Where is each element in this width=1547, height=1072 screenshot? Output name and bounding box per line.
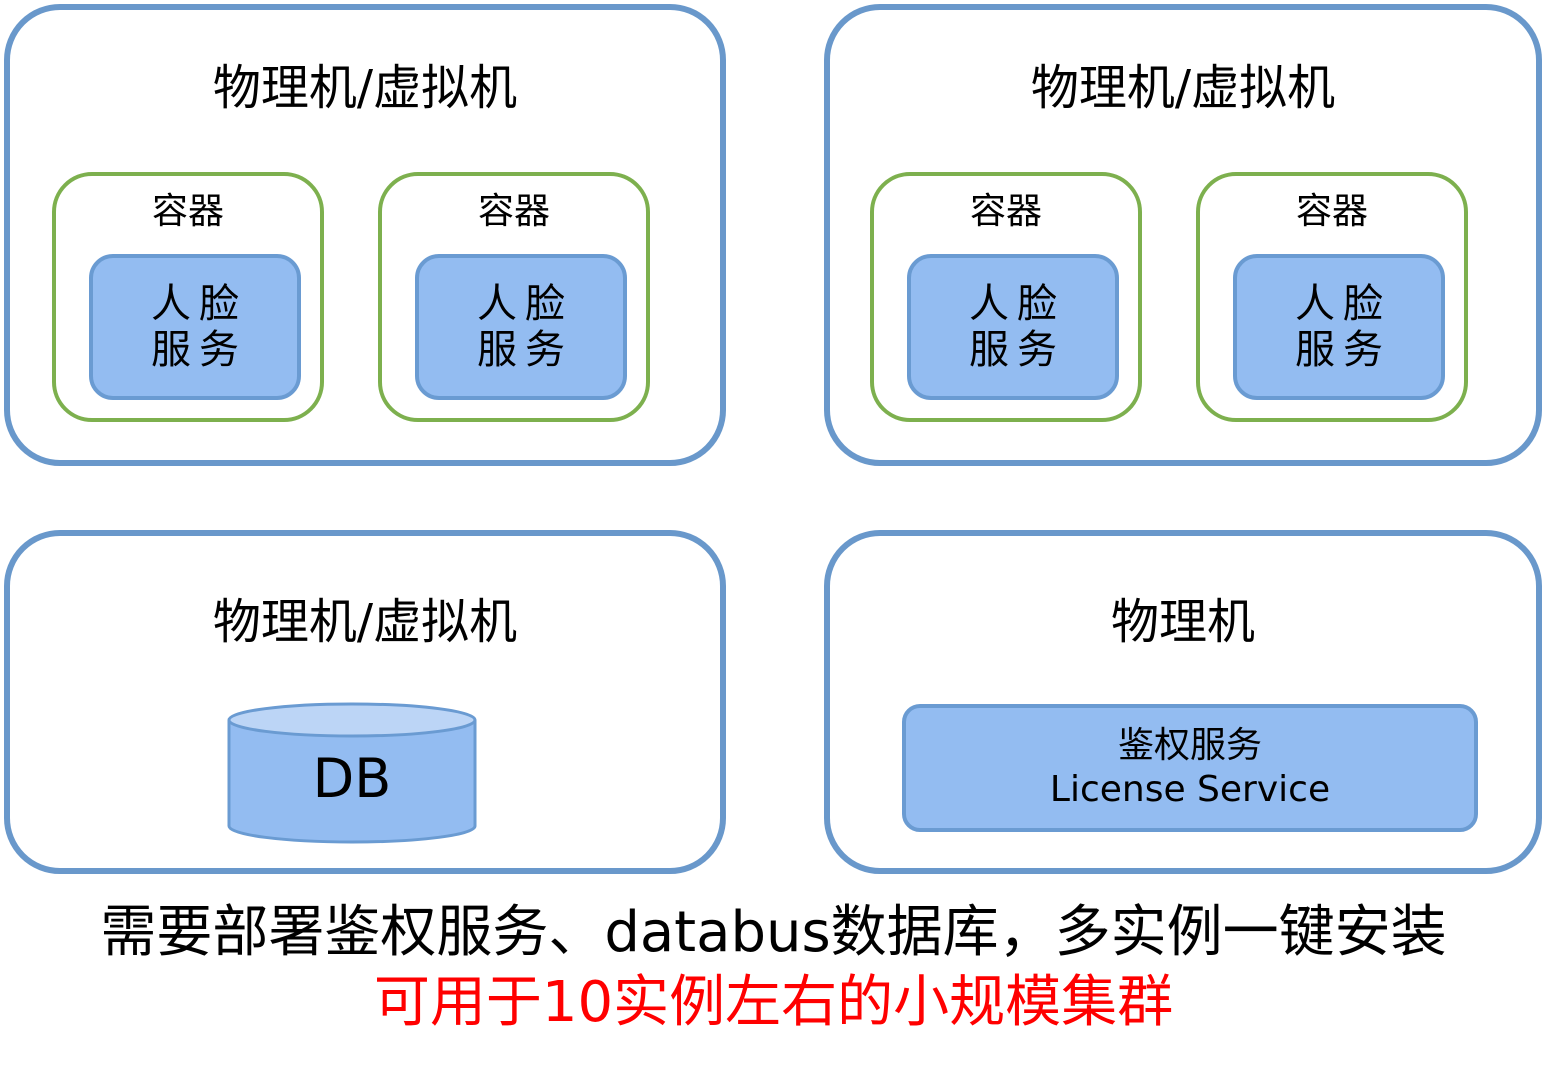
host-title: 物理机/虚拟机 <box>212 60 518 116</box>
face-service-box: 人脸 服务 <box>907 254 1119 400</box>
container-title: 容器 <box>477 191 550 232</box>
license-service-en: License Service <box>1049 769 1331 810</box>
db-label: DB <box>312 747 392 810</box>
footer-description: 需要部署鉴权服务、databus数据库，多实例一键安装 <box>100 900 1447 965</box>
container-title: 容器 <box>151 191 224 232</box>
container-box: 容器 人脸 服务 <box>378 172 650 422</box>
host-title: 物理机 <box>1110 594 1255 650</box>
container-title: 容器 <box>1295 191 1368 232</box>
face-service-box: 人脸 服务 <box>89 254 301 400</box>
license-service-cn: 鉴权服务 <box>1117 725 1262 766</box>
host-bottom-right: 物理机 鉴权服务 License Service <box>824 530 1542 874</box>
container-title: 容器 <box>969 191 1042 232</box>
license-service-box: 鉴权服务 License Service <box>902 704 1478 832</box>
container-box: 容器 人脸 服务 <box>52 172 324 422</box>
face-service-label: 人脸 服务 <box>151 281 247 373</box>
container-box: 容器 人脸 服务 <box>1196 172 1468 422</box>
face-service-box: 人脸 服务 <box>1233 254 1445 400</box>
face-service-label: 人脸 服务 <box>969 281 1065 373</box>
database-cylinder-shape <box>227 702 477 844</box>
footer-highlight: 可用于10实例左右的小规模集群 <box>373 970 1174 1035</box>
database-cylinder-icon: DB <box>226 700 478 846</box>
host-title: 物理机/虚拟机 <box>212 594 518 650</box>
face-service-label: 人脸 服务 <box>1295 281 1391 373</box>
host-top-right: 物理机/虚拟机 容器 人脸 服务 容器 人脸 服务 <box>824 4 1542 466</box>
host-title: 物理机/虚拟机 <box>1030 60 1336 116</box>
container-box: 容器 人脸 服务 <box>870 172 1142 422</box>
face-service-box: 人脸 服务 <box>415 254 627 400</box>
face-service-label: 人脸 服务 <box>477 281 573 373</box>
host-top-left: 物理机/虚拟机 容器 人脸 服务 容器 人脸 服务 <box>4 4 726 466</box>
